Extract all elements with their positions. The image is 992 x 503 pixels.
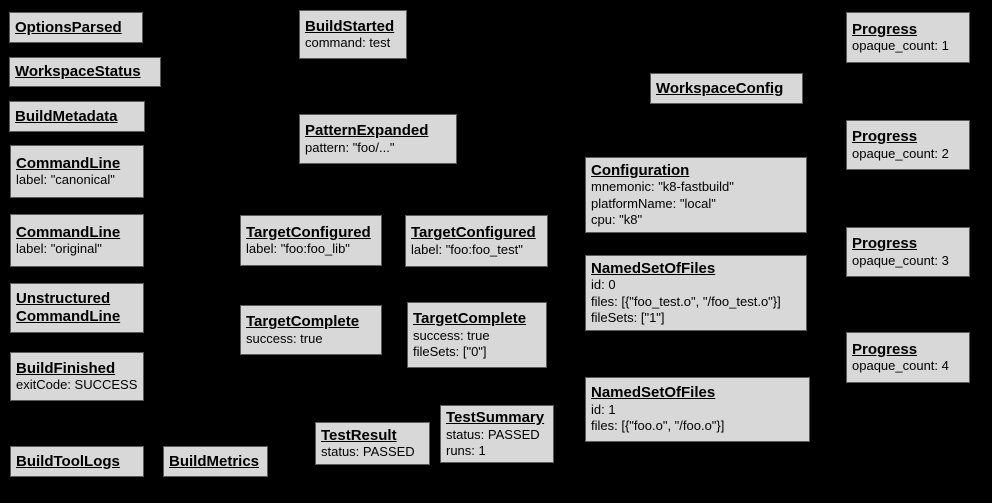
node-title: WorkspaceConfig [656, 79, 784, 97]
node-field: cpu: "k8" [591, 211, 643, 227]
node-field: fileSets: ["0"] [413, 343, 487, 359]
node-title: PatternExpanded [305, 122, 429, 140]
node-field: command: test [305, 35, 391, 51]
node-title: BuildStarted [305, 17, 395, 35]
node-title: TargetConfigured [411, 224, 536, 242]
node-title: WorkspaceStatus [15, 63, 141, 81]
node-title: BuildToolLogs [16, 452, 120, 470]
node-title: TargetComplete [413, 309, 527, 327]
node-build-metrics: BuildMetrics [163, 446, 268, 477]
node-title: Progress [852, 128, 918, 146]
node-title: Unstructured CommandLine [16, 290, 121, 325]
node-field: success: true [246, 330, 323, 346]
node-field: success: true [413, 327, 490, 343]
node-workspace-status: WorkspaceStatus [9, 57, 161, 87]
node-title: CommandLine [16, 154, 121, 172]
node-title: Progress [852, 235, 918, 253]
node-field: label: "original" [16, 241, 102, 257]
node-unstructured-command-line: Unstructured CommandLine [10, 283, 144, 333]
node-title: Progress [852, 20, 918, 38]
node-field: opaque_count: 1 [852, 38, 949, 54]
node-title: Configuration [591, 161, 690, 179]
node-field: pattern: "foo/..." [305, 139, 395, 155]
node-field: opaque_count: 2 [852, 145, 949, 161]
node-title: OptionsParsed [15, 18, 122, 36]
node-field: opaque_count: 4 [852, 358, 949, 374]
node-field: status: PASSED [321, 444, 415, 460]
node-field: fileSets: ["1"] [591, 309, 665, 325]
node-field: label: "canonical" [16, 172, 115, 188]
node-title: NamedSetOfFiles [591, 384, 716, 402]
node-title: BuildMetrics [169, 452, 260, 470]
node-title: TestResult [321, 426, 397, 444]
node-field: files: [{"foo.o", "/foo.o"}] [591, 418, 725, 434]
node-field: platformName: "local" [591, 195, 716, 211]
node-title: TargetConfigured [246, 223, 371, 241]
node-build-tool-logs: BuildToolLogs [10, 446, 144, 477]
node-field: runs: 1 [446, 442, 486, 458]
node-field: exitCode: SUCCESS [16, 377, 138, 393]
node-field: opaque_count: 3 [852, 252, 949, 268]
node-title: NamedSetOfFiles [591, 259, 716, 277]
node-workspace-config: WorkspaceConfig [650, 73, 803, 104]
node-field: status: PASSED [446, 426, 540, 442]
node-title: CommandLine [16, 223, 121, 241]
node-title: BuildMetadata [15, 107, 118, 125]
node-field: label: "foo:foo_test" [411, 241, 523, 257]
node-field: id: 1 [591, 402, 616, 418]
node-field: mnemonic: "k8-fastbuild" [591, 179, 734, 195]
node-title: TestSummary [446, 408, 545, 426]
node-options-parsed: OptionsParsed [9, 12, 143, 43]
node-build-metadata: BuildMetadata [9, 101, 145, 132]
node-title: BuildFinished [16, 359, 116, 377]
node-field: label: "foo:foo_lib" [246, 241, 350, 257]
node-title: Progress [852, 340, 918, 358]
node-field: files: [{"foo_test.o", "/foo_test.o"}] [591, 293, 781, 309]
node-field: id: 0 [591, 277, 616, 293]
node-title: TargetComplete [246, 313, 360, 331]
